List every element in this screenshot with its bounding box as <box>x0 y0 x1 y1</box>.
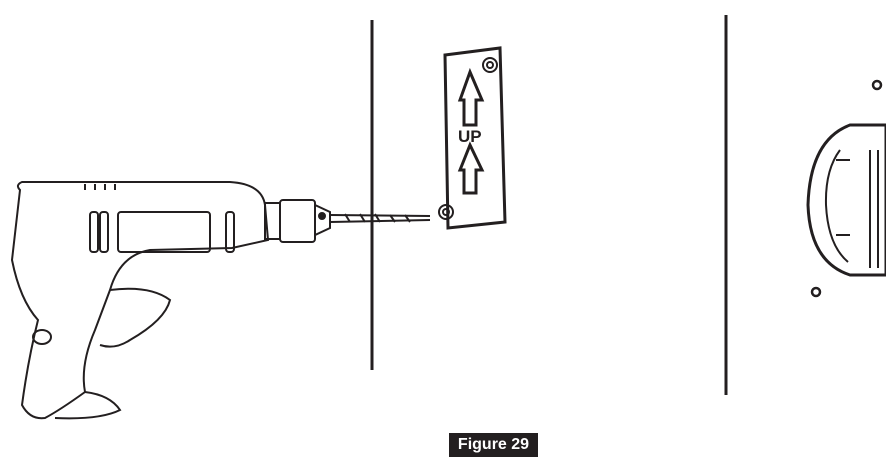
drill-illustration <box>10 181 431 420</box>
mounting-plate <box>438 46 507 230</box>
bracket-illustration <box>806 79 886 298</box>
figure-label: Figure 29 <box>449 433 538 457</box>
plate-up-text: UP <box>458 127 482 146</box>
